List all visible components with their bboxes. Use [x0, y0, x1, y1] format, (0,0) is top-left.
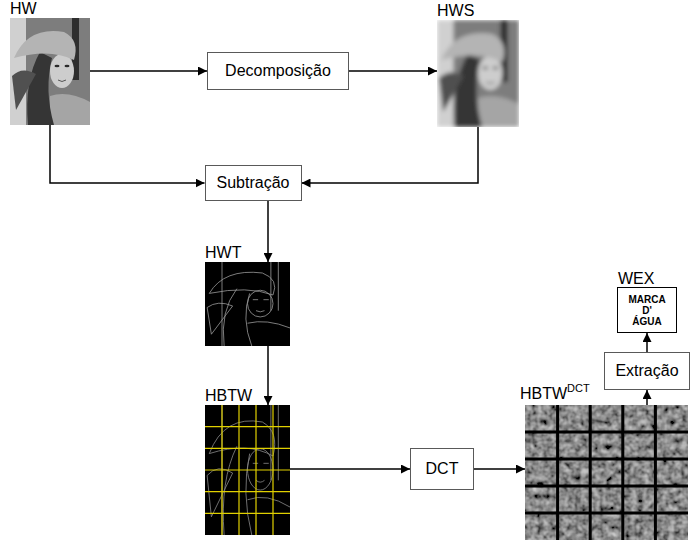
image-label: HBTW: [205, 387, 252, 404]
image-label: HWS: [437, 2, 474, 19]
image-node: HW: [10, 18, 90, 125]
flow-arrow: [290, 468, 410, 470]
watermark-box: WEXMARCA D' ÁGUA: [617, 287, 677, 333]
flow-arrow: [267, 201, 269, 262]
heading-group: HW: [10, 0, 37, 17]
heading-group: HWS: [437, 2, 474, 19]
image-label: WEX: [618, 270, 654, 287]
image-node: HBTW: [205, 405, 290, 535]
heading-group: HBTW: [205, 387, 252, 404]
portrait-picture: [10, 18, 90, 125]
process-box: Subtração: [205, 165, 302, 201]
dct-texture: [525, 405, 688, 540]
node-label: Subtração: [217, 173, 290, 193]
image-node: HBTWDCT: [525, 405, 688, 540]
image-label: HW: [10, 0, 37, 17]
flow-arrow: [90, 70, 207, 72]
node-label: Decomposição: [225, 61, 331, 81]
process-box: Extração: [604, 352, 690, 390]
flow-arrow: [474, 468, 525, 470]
heading-group: HBTWDCT: [520, 385, 590, 404]
process-box: Decomposição: [207, 52, 349, 90]
heading-group: HWT: [205, 244, 241, 261]
edge-picture: [207, 262, 290, 346]
flow-arrow: [302, 127, 479, 183]
block-grid: [205, 405, 290, 535]
node-label: DCT: [426, 459, 459, 479]
detail-image-ground: [205, 262, 290, 346]
image-label: HWT: [205, 244, 241, 261]
superscript-label: DCT: [567, 382, 590, 394]
smoothed-image: [437, 20, 519, 127]
flow-arrow: [349, 70, 437, 72]
image-label: HBTW: [520, 385, 567, 402]
block-image-ground: [205, 405, 290, 535]
flow-arrow: [267, 346, 269, 405]
block-grid: [525, 405, 688, 540]
heading-group: WEX: [618, 270, 654, 287]
image-node: HWS: [437, 20, 519, 127]
flow-arrow: [646, 390, 648, 405]
process-box: DCT: [410, 448, 474, 490]
flow-arrow: [646, 333, 648, 352]
flow-arrow: [50, 125, 205, 183]
node-label: Extração: [615, 361, 678, 381]
blurred-picture: [437, 20, 519, 127]
original-image: [10, 18, 90, 125]
node-label: MARCA D' ÁGUA: [627, 294, 667, 327]
image-node: HWT: [205, 262, 290, 346]
